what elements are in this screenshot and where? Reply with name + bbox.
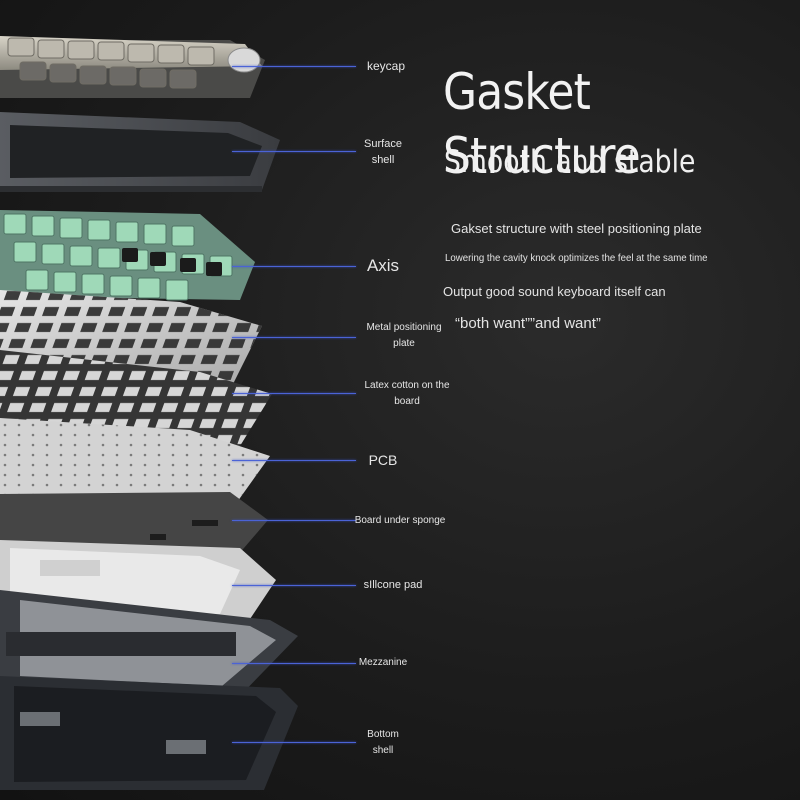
axis-label: Axis <box>366 256 400 275</box>
description-line-3: Output good sound keyboard itself can <box>443 284 666 299</box>
keycap-callout-line <box>232 66 356 67</box>
page-title: Gasket Structure <box>443 63 641 185</box>
surface-shell-callout-line <box>232 151 356 152</box>
metal-plate-label: Metal positioning plate <box>366 322 442 349</box>
keycap-label: keycap <box>366 59 406 73</box>
latex-cotton-layer <box>0 350 272 446</box>
silicone-pad-callout-line <box>232 585 356 586</box>
pcb-callout-line <box>232 460 356 461</box>
latex-cotton-label: Latex cotton on the board <box>364 380 450 407</box>
mezzanine-callout-line <box>232 663 356 664</box>
surface-shell-layer <box>0 112 280 192</box>
keycap-layer <box>0 36 265 98</box>
mezzanine-layer <box>0 590 298 702</box>
bottom-shell-label: Bottom shell <box>367 729 399 756</box>
board-sponge-callout-line <box>232 520 356 521</box>
axis-callout-line <box>232 266 356 267</box>
latex-cotton-callout-line <box>232 393 356 394</box>
pcb-label: PCB <box>368 452 398 468</box>
description-line-4: “both want””and want” <box>455 315 601 332</box>
switch-layer <box>0 210 255 301</box>
description-line-2: Lowering the cavity knock optimizes the … <box>445 252 708 264</box>
pcb-layer <box>0 418 270 512</box>
description-line-1: Gakset structure with steel positioning … <box>451 221 702 236</box>
page-subtitle: Smooth and stable <box>444 144 696 180</box>
bottom-shell-callout-line <box>232 742 356 743</box>
mezzanine-label: Mezzanine <box>358 657 408 668</box>
silicone-pad-label: sIllcone pad <box>363 579 423 591</box>
surface-shell-label: Surface shell <box>364 138 402 166</box>
metal-plate-callout-line <box>232 337 356 338</box>
bottom-shell-layer <box>0 676 298 790</box>
board-sponge-label: Board under sponge <box>354 515 446 526</box>
